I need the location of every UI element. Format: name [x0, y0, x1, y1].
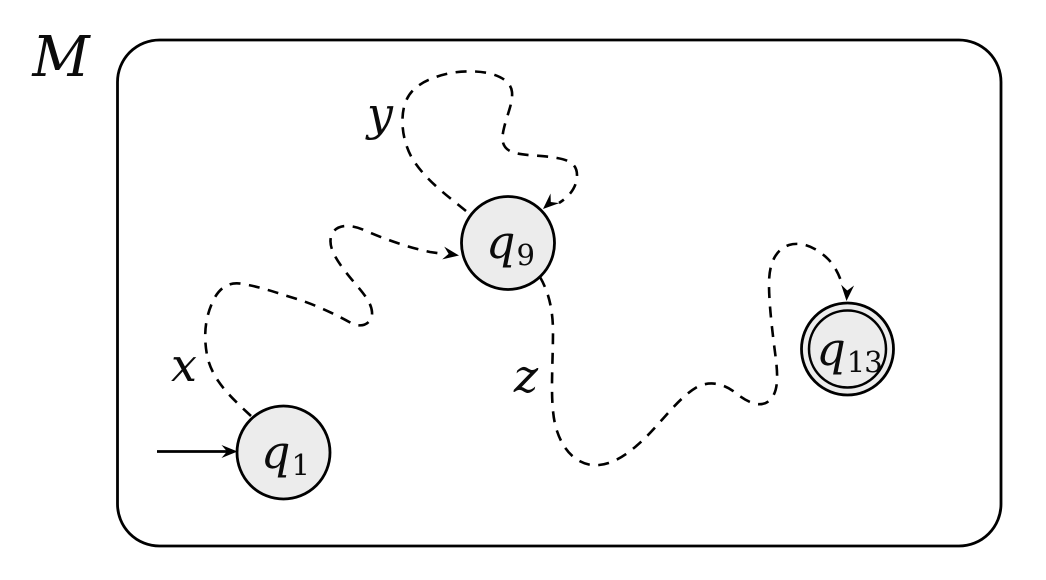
path-z-arrowhead-icon: [841, 284, 855, 301]
state-q13-symbol: q: [816, 322, 846, 376]
state-label-q13: q13: [816, 326, 882, 376]
state-q1-symbol: q: [261, 425, 291, 479]
path-x-arrowhead-icon: [442, 246, 459, 260]
machine-boundary: [116, 38, 1003, 548]
state-label-q9: q9: [486, 219, 535, 269]
state-q1-subscript: 1: [291, 447, 310, 482]
state-label-q1: q1: [261, 429, 310, 479]
machine-label: M: [32, 25, 90, 90]
computation-path-x: [203, 224, 445, 417]
state-q13-inner-circle: [807, 309, 888, 389]
path-label-y: y: [367, 87, 393, 141]
state-q13-outer-circle: [800, 301, 895, 397]
path-y-arrowhead-icon: [543, 193, 560, 209]
path-label-z: z: [513, 349, 539, 403]
state-q13-subscript: 13: [846, 344, 883, 379]
state-q9-symbol: q: [486, 215, 516, 269]
path-label-x: x: [171, 338, 197, 392]
computation-path-y: [401, 70, 579, 213]
state-q9-circle: [460, 195, 556, 291]
state-q9-subscript: 9: [516, 237, 535, 272]
computation-path-z: [538, 242, 844, 467]
start-arrowhead-icon: [221, 445, 238, 458]
state-q1-circle: [235, 404, 332, 501]
